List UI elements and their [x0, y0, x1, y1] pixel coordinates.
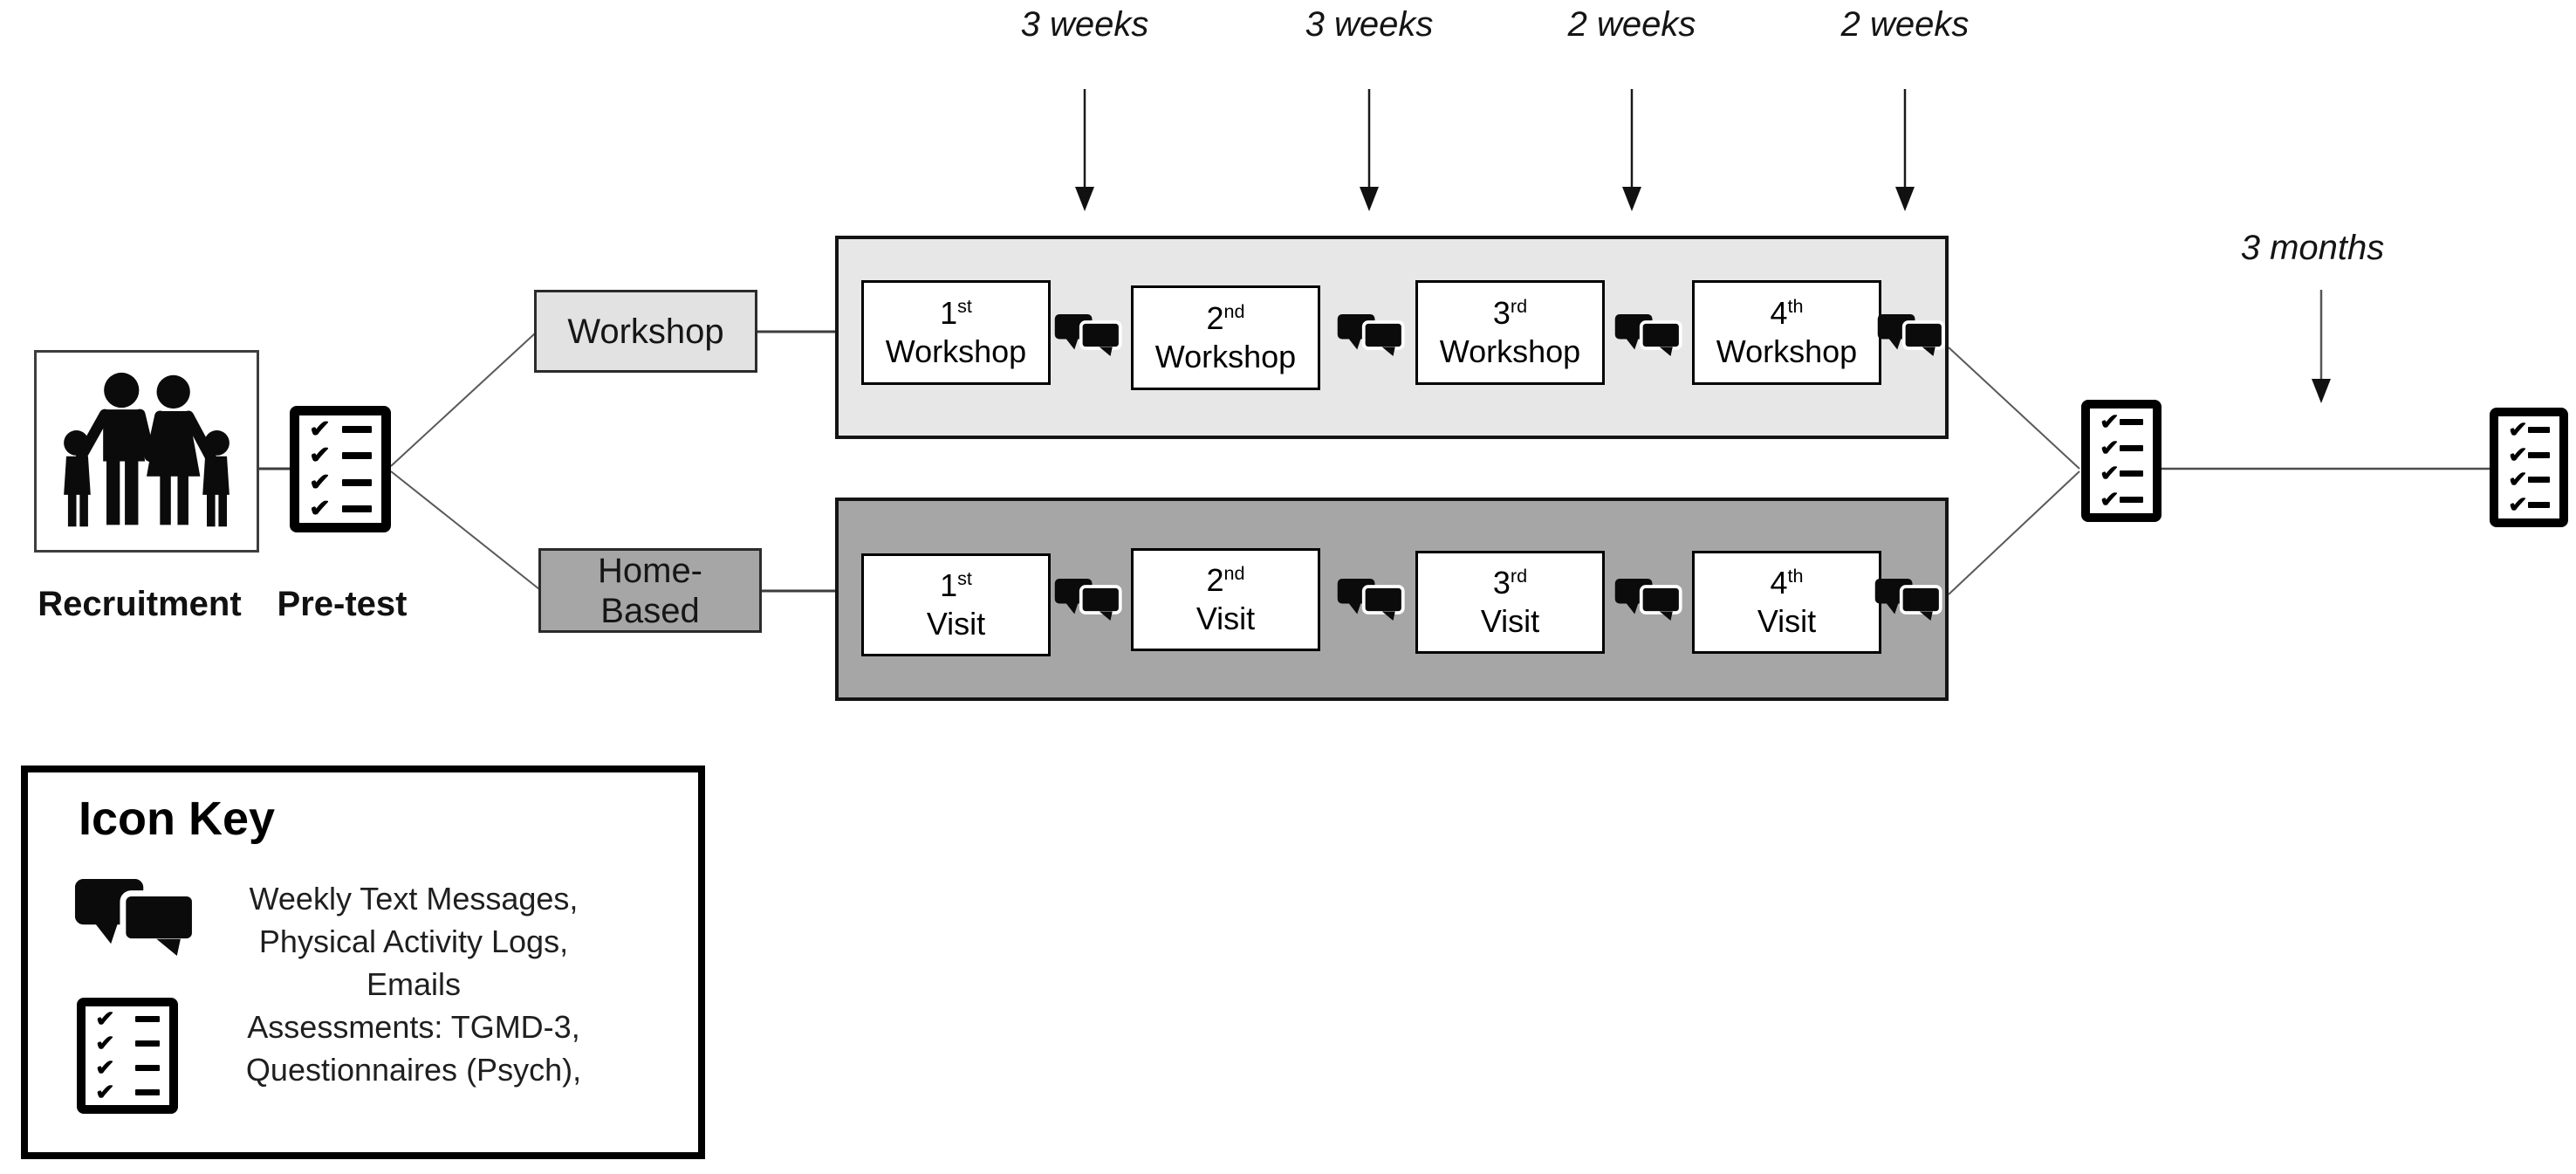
chat-bubbles-icon: [1336, 579, 1406, 621]
pretest-label: Pre-test: [277, 585, 408, 623]
icon-key-panel: Icon Key ✔ ✔ ✔ ✔ Weekly Text Messages, P…: [21, 766, 705, 1159]
followup-arrow: [2312, 290, 2331, 403]
retention-checklist-icon: ✔ ✔ ✔ ✔: [2490, 408, 2568, 527]
chat-bubbles-icon: [1053, 579, 1123, 621]
home-session-3: 3rd Visit: [1415, 551, 1605, 654]
workshop-session-2: 2nd Workshop: [1131, 285, 1320, 390]
interval-label-1: 3 weeks: [1020, 5, 1149, 44]
recruitment-label: Recruitment: [38, 585, 242, 623]
icon-key-title: Icon Key: [79, 793, 276, 845]
home-session-1: 1st Visit: [861, 553, 1051, 656]
chat-bubbles-icon: [1053, 314, 1123, 356]
chat-bubbles-icon: [1613, 579, 1683, 621]
recruitment-image-box: [34, 350, 259, 553]
interval-label-3: 2 weeks: [1567, 5, 1696, 44]
chat-bubbles-icon: [1613, 314, 1683, 356]
chat-bubbles-icon: [1336, 314, 1406, 356]
timeline-arrow-4: [1895, 89, 1915, 211]
pretest-checklist-icon: ✔ ✔ ✔ ✔: [290, 406, 391, 532]
chat-bubbles-icon: [1874, 579, 1943, 621]
workshop-session-3: 3rd Workshop: [1415, 280, 1605, 385]
workshop-session-1: 1st Workshop: [861, 280, 1051, 385]
connector-workshop-posttest: [1948, 347, 2080, 470]
connector-pretest-home: [390, 470, 540, 590]
branch-home-label-line1: Home-: [597, 551, 703, 590]
branch-box-workshop: Workshop: [534, 290, 757, 373]
connector-home-posttest: [1948, 470, 2080, 595]
timeline-arrow-1: [1075, 89, 1094, 211]
legend-assessment-line-2: Questionnaires (Psych),: [245, 1052, 582, 1088]
timeline-arrow-2: [1360, 89, 1379, 211]
legend-message-line-3: Emails: [366, 966, 462, 1002]
workshop-session-4: 4th Workshop: [1692, 280, 1881, 385]
workshop-arm-container: 1st Workshop 2nd Workshop 3rd Workshop 4…: [835, 236, 1949, 439]
interval-label-4: 2 weeks: [1840, 5, 1970, 44]
chat-bubbles-icon: [1876, 314, 1946, 356]
connector-pretest-workshop: [390, 333, 536, 467]
icon-key-legend: Weekly Text Messages, Physical Activity …: [178, 877, 649, 1091]
followup-interval-label: 3 months: [2240, 229, 2385, 267]
legend-message-line-2: Physical Activity Logs,: [258, 923, 569, 959]
posttest-checklist-icon: ✔ ✔ ✔ ✔: [2081, 400, 2162, 522]
interval-label-2: 3 weeks: [1305, 5, 1434, 44]
home-arm-container: 1st Visit 2nd Visit 3rd Visit 4th Visit: [835, 498, 1949, 701]
branch-workshop-label: Workshop: [567, 312, 724, 351]
branch-box-home-based: Home- Based: [538, 548, 762, 633]
legend-message-line-1: Weekly Text Messages,: [249, 881, 579, 917]
family-icon: [46, 366, 247, 537]
home-session-2: 2nd Visit: [1131, 548, 1320, 651]
legend-assessment-line-1: Assessments: TGMD-3,: [247, 1009, 580, 1045]
home-session-4: 4th Visit: [1692, 551, 1881, 654]
checklist-icon: ✔ ✔ ✔ ✔: [77, 998, 178, 1114]
branch-home-label-line2: Based: [600, 591, 700, 630]
timeline-arrow-3: [1622, 89, 1641, 211]
